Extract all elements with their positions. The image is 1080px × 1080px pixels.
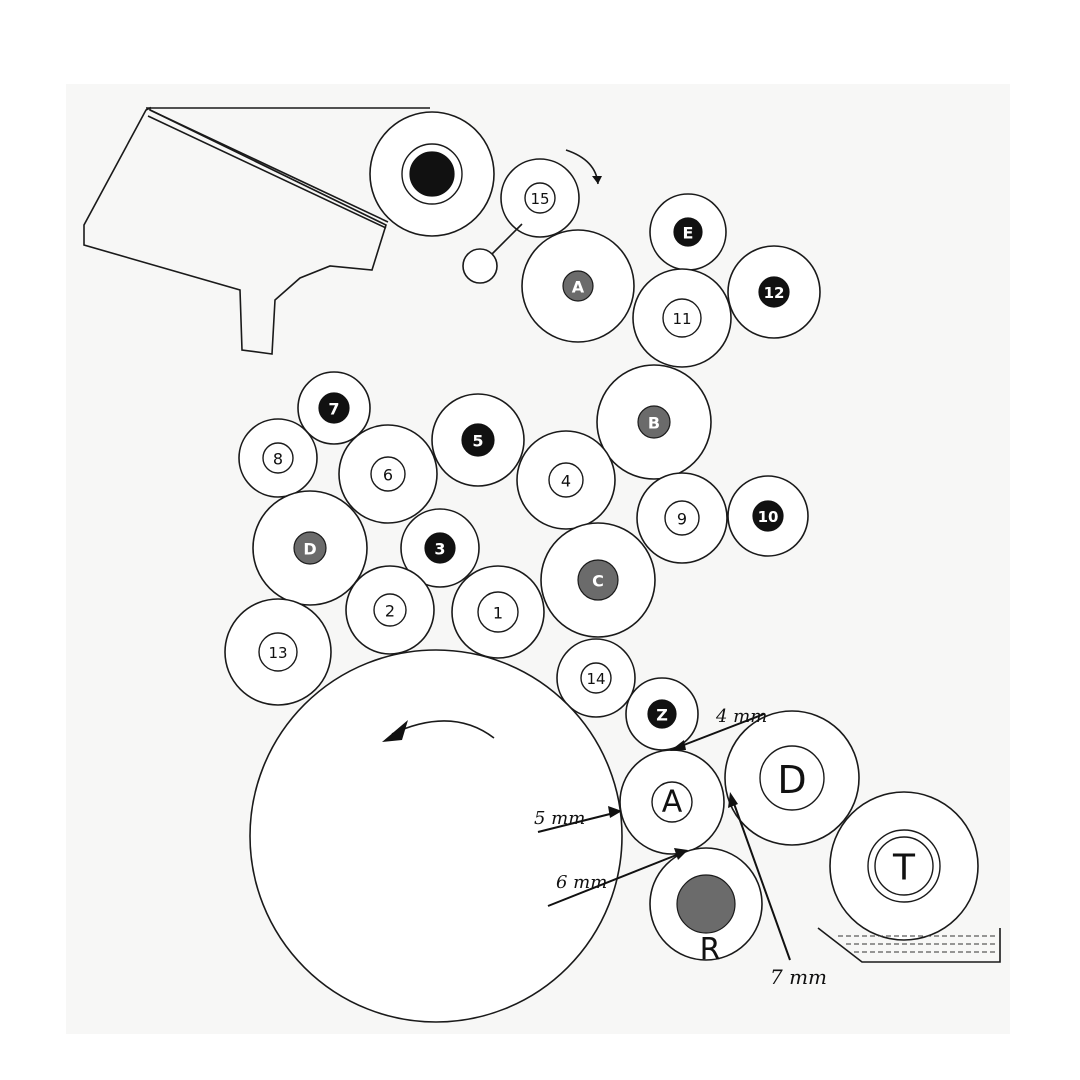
roller-label: 3 bbox=[434, 540, 445, 559]
roller-label: 4 bbox=[561, 472, 571, 491]
gap-label-4mm: 4 mm bbox=[715, 706, 767, 727]
roller-label-D: D bbox=[777, 758, 806, 802]
roller-2: 2 bbox=[345, 565, 435, 655]
roller-1: 1 bbox=[451, 565, 545, 659]
roller-label: E bbox=[683, 224, 694, 243]
roller-label: 13 bbox=[268, 644, 287, 662]
roller-label: 5 bbox=[472, 432, 483, 451]
roller-7: 7 bbox=[297, 371, 371, 445]
roller-core bbox=[373, 593, 407, 627]
roller-9: 9 bbox=[636, 472, 728, 564]
roller-13: 13 bbox=[224, 598, 332, 706]
roller-core bbox=[461, 423, 495, 457]
roller-label: 10 bbox=[758, 508, 779, 526]
roller-group: 15E A 12 11B 7 5 8 6 4 9 10D 3C 2 1 13 14Z bbox=[224, 111, 821, 751]
roller-3: 3 bbox=[400, 508, 480, 588]
roller-core bbox=[370, 456, 406, 492]
roller-C: C bbox=[540, 522, 656, 638]
roller-6: 6 bbox=[338, 424, 438, 524]
roller-label: 14 bbox=[586, 670, 605, 688]
roller-T: T bbox=[829, 791, 979, 941]
roller-core bbox=[293, 531, 327, 565]
roller-4: 4 bbox=[516, 430, 616, 530]
roller-10: 10 bbox=[727, 475, 809, 557]
gap-4mm: 4 mm bbox=[670, 706, 767, 751]
roller-label: 1 bbox=[493, 604, 503, 623]
roller-label: 2 bbox=[385, 602, 395, 621]
roller-label: 9 bbox=[677, 510, 687, 529]
roller-label-T: T bbox=[892, 848, 916, 889]
roller-core bbox=[524, 182, 556, 214]
roller-core bbox=[664, 500, 700, 536]
roller-14: 14 bbox=[556, 638, 636, 718]
roller-label: 12 bbox=[764, 284, 785, 302]
roller-15: 15 bbox=[500, 158, 580, 238]
roller-feed-roll bbox=[369, 111, 495, 237]
roller-Z: Z bbox=[625, 677, 699, 751]
roller-R: R bbox=[649, 847, 763, 968]
roller-D-left: D bbox=[252, 490, 368, 606]
roller-core bbox=[752, 500, 784, 532]
roller-B: B bbox=[596, 364, 712, 480]
blanket-roller-A: A bbox=[619, 749, 725, 855]
ink-fountain bbox=[83, 106, 430, 355]
roller-core bbox=[548, 462, 584, 498]
roller-core bbox=[318, 392, 350, 424]
roller-label: 11 bbox=[672, 310, 691, 328]
gap-label-5mm: 5 mm bbox=[534, 808, 585, 829]
roller-core bbox=[477, 591, 519, 633]
roller-12: 12 bbox=[727, 245, 821, 339]
roller-label: Z bbox=[656, 706, 668, 725]
roller-core bbox=[580, 662, 612, 694]
roller-core bbox=[637, 405, 671, 439]
gap-label-7mm: 7 mm bbox=[770, 965, 827, 989]
roller-core bbox=[662, 298, 702, 338]
gap-7mm: 7 mm bbox=[728, 792, 827, 989]
rotation-arrowhead-icon bbox=[382, 720, 408, 742]
roller-A-top: A bbox=[521, 229, 635, 343]
roller-label: 7 bbox=[328, 400, 339, 419]
roller-11: 11 bbox=[632, 268, 732, 368]
roller-D-large: D bbox=[724, 710, 860, 846]
plate-cylinder bbox=[249, 649, 623, 1023]
roller-core bbox=[262, 442, 294, 474]
gap-label-6mm: 6 mm bbox=[556, 872, 607, 893]
roller-label: 6 bbox=[383, 466, 393, 485]
gap-5mm: 5 mm bbox=[534, 806, 622, 833]
roller-core bbox=[758, 276, 790, 308]
roller-label: A bbox=[572, 278, 585, 297]
roller-label: B bbox=[648, 414, 660, 433]
roller-core bbox=[562, 270, 594, 302]
ductor-pivot bbox=[462, 223, 523, 284]
roller-label-R: R bbox=[700, 933, 721, 968]
roller-core bbox=[673, 217, 703, 247]
roller-label: D bbox=[303, 540, 316, 559]
water-tray bbox=[817, 927, 1001, 963]
roller-label: C bbox=[592, 572, 604, 591]
roller-core bbox=[424, 532, 456, 564]
roller-label: 8 bbox=[273, 450, 283, 469]
roller-E: E bbox=[649, 193, 727, 271]
roller-core bbox=[647, 699, 677, 729]
roller-core bbox=[409, 151, 455, 197]
gap-6mm: 6 mm bbox=[547, 848, 688, 907]
roller-label-A: A bbox=[662, 785, 683, 820]
roller-8: 8 bbox=[238, 418, 318, 498]
roller-core bbox=[258, 632, 298, 672]
roller-label: 15 bbox=[530, 190, 549, 208]
roller-core bbox=[577, 559, 619, 601]
roller-5: 5 bbox=[431, 393, 525, 487]
rotation-arrow-top-icon bbox=[565, 149, 602, 185]
